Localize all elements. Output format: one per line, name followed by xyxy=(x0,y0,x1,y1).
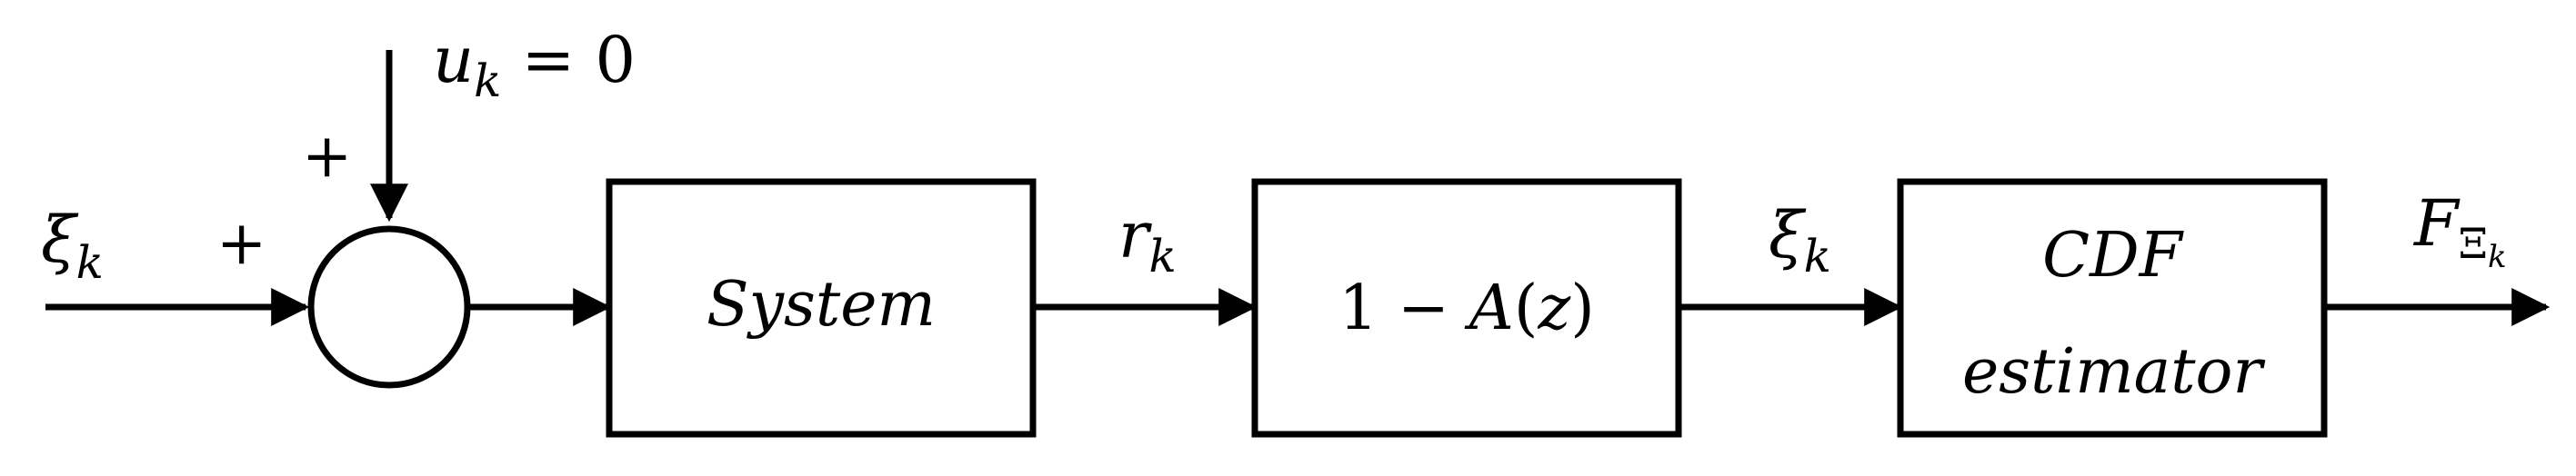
summing-junction xyxy=(307,225,471,389)
label-xi-input: ξk xyxy=(41,203,104,289)
label-plus-top: + xyxy=(302,121,352,191)
label-r-signal: rk xyxy=(1118,198,1177,283)
label-F-output: FΞk xyxy=(2412,186,2507,275)
label-xi-middle: ξk xyxy=(1769,198,1831,283)
label-filter: 1 − A(z) xyxy=(1338,273,1594,344)
label-system: System xyxy=(707,269,936,341)
label-u-input: uk = 0 xyxy=(433,23,636,107)
label-estimator: estimator xyxy=(1962,336,2266,408)
label-plus-left: + xyxy=(216,208,266,278)
label-cdf: CDF xyxy=(2042,220,2185,292)
